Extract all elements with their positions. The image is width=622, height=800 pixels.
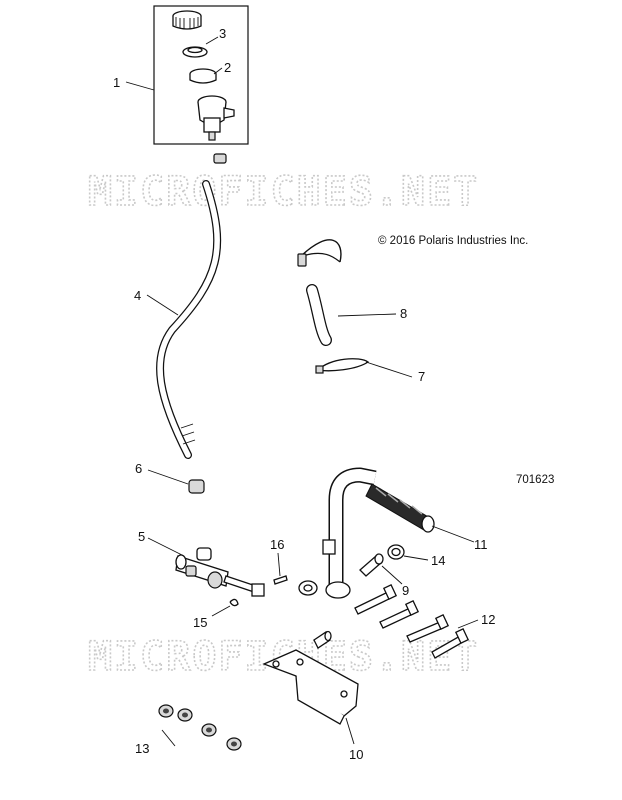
spacer-sleeve [313, 630, 332, 649]
callout-14: 14 [431, 553, 445, 568]
callout-16: 16 [270, 537, 284, 552]
nut-2 [177, 708, 193, 722]
callout-10: 10 [349, 747, 363, 762]
bushing [387, 544, 405, 560]
callout-4: 4 [134, 288, 141, 303]
reservoir-body [197, 95, 235, 141]
reservoir-assembly-box [153, 5, 249, 145]
callout-6: 6 [135, 461, 142, 476]
callout-2: 2 [224, 60, 231, 75]
hose-clamp-top [213, 153, 227, 164]
nut-3 [201, 723, 217, 737]
pivot-sleeve [359, 553, 384, 577]
callout-8: 8 [400, 306, 407, 321]
brake-hose [156, 180, 222, 459]
clevis-pin [273, 575, 288, 585]
callouts: 1 2 3 4 5 6 7 8 9 10 11 12 13 14 15 16 [113, 26, 495, 762]
mounting-bracket [262, 649, 359, 725]
callout-13: 13 [135, 741, 149, 756]
callout-3: 3 [219, 26, 226, 41]
reservoir-cap [172, 10, 202, 30]
retaining-clip [229, 598, 239, 607]
nut-4 [226, 737, 242, 751]
reservoir-hose [297, 239, 342, 346]
callout-12: 12 [481, 612, 495, 627]
hose-clamp [315, 358, 370, 374]
callout-9: 9 [402, 583, 409, 598]
reservoir-ring [189, 68, 217, 84]
nut-1 [158, 704, 174, 718]
hose-fitting [188, 479, 205, 494]
callout-5: 5 [138, 529, 145, 544]
callout-15: 15 [193, 615, 207, 630]
brake-pedal [322, 467, 435, 599]
callout-11: 11 [474, 537, 488, 552]
nuts [158, 704, 242, 751]
callout-1: 1 [113, 75, 120, 90]
diagram-number: 701623 [516, 474, 554, 486]
pivot-nut [298, 580, 318, 596]
leader-lines [125, 36, 479, 747]
bolts [354, 584, 470, 659]
diaphragm-ring [182, 46, 208, 58]
copyright-text: © 2016 Polaris Industries Inc. [378, 235, 528, 247]
master-cylinder [175, 547, 265, 597]
callout-7: 7 [418, 369, 425, 384]
watermark-top: MICROFICHES.NET [88, 169, 479, 215]
